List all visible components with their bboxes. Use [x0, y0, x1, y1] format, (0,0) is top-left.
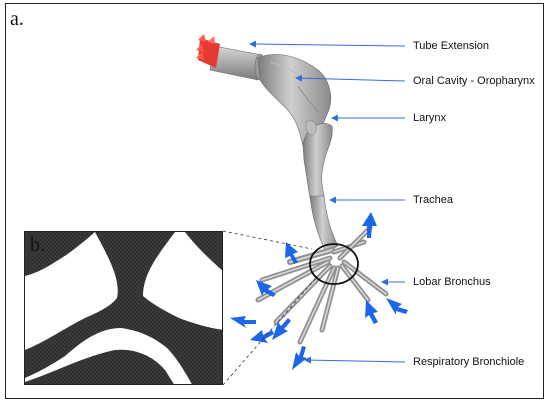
trachea — [309, 195, 339, 253]
label-respiratory-bronchiole: Respiratory Bronchiole — [413, 356, 525, 368]
label-arrows — [249, 40, 406, 364]
zoom-region-circle — [309, 243, 359, 285]
panel-label-a: a. — [10, 8, 24, 30]
label-larynx: Larynx — [413, 112, 447, 124]
panel-label-b: b. — [30, 234, 45, 256]
zoom-connector-top — [222, 230, 313, 250]
inlet-arrows — [196, 34, 220, 68]
label-oral-cavity: Oral Cavity - Oropharynx — [413, 75, 535, 87]
mesh-closeup — [25, 232, 222, 384]
larynx — [302, 120, 333, 199]
label-lobar-bronchus: Lobar Bronchus — [413, 276, 491, 288]
mesh-inset — [24, 231, 223, 385]
label-trachea: Trachea — [413, 194, 453, 206]
label-tube-extension: Tube Extension — [413, 40, 490, 52]
outlet-arrows — [230, 212, 408, 370]
